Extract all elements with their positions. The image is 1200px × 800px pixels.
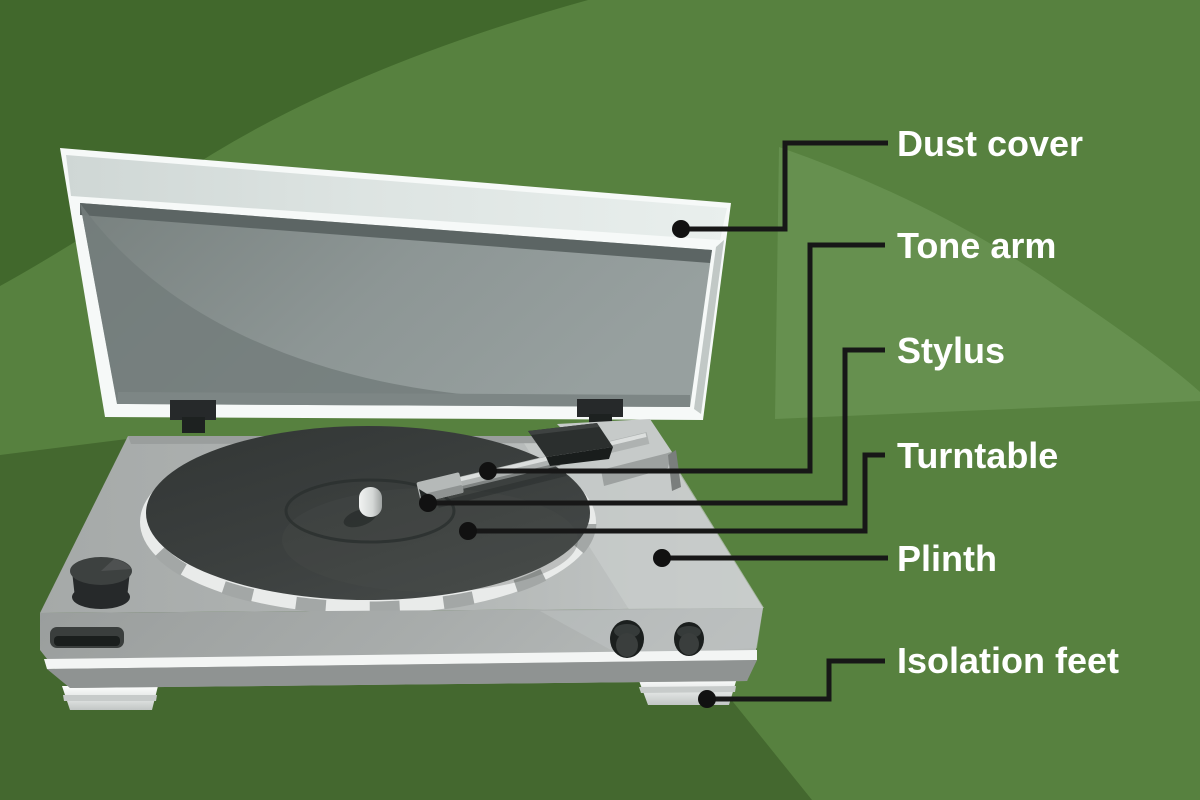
foot-left <box>62 686 158 710</box>
label-isolation-feet: Isolation feet <box>897 640 1119 681</box>
callout-dot-isolation-feet <box>698 690 716 708</box>
callout-line-dust-cover <box>683 140 888 232</box>
callout-line-stylus <box>430 347 885 506</box>
spindle-pin <box>359 487 382 517</box>
front-knob-right <box>674 622 704 656</box>
record-groove-ring <box>284 478 456 544</box>
label-dust-cover: Dust cover <box>897 123 1083 164</box>
dust-cover-inner-left-shade <box>80 203 470 403</box>
callout-dot-dust-cover <box>672 220 690 238</box>
plinth-front-sheen <box>540 608 763 655</box>
callouts <box>419 140 888 708</box>
brand-plate <box>50 627 124 648</box>
dust-cover-top-surface <box>66 155 727 240</box>
callout-line-tone-arm <box>490 242 885 474</box>
callout-dot-plinth <box>653 549 671 567</box>
label-stylus: Stylus <box>897 330 1005 371</box>
tonearm-shadow <box>437 470 567 508</box>
callout-dot-tone-arm <box>479 462 497 480</box>
hinge-left <box>170 400 216 433</box>
cartridge <box>528 423 613 466</box>
callout-dot-turntable <box>459 522 477 540</box>
label-plinth: Plinth <box>897 538 997 579</box>
plinth-front-bottom-band <box>47 660 757 688</box>
plinth-front-stripe <box>44 650 757 669</box>
callout-line-isolation-feet <box>709 658 885 702</box>
dust-cover-inner-bottom-strip <box>117 392 690 407</box>
callout-dot-stylus <box>419 494 437 512</box>
callout-dots <box>419 220 716 708</box>
label-tone-arm: Tone arm <box>897 225 1056 266</box>
plinth-front <box>40 608 763 688</box>
speed-knob <box>70 557 132 609</box>
plinth-top-sheen <box>520 437 764 611</box>
label-turntable: Turntable <box>897 435 1058 476</box>
dust-cover-right-edge <box>694 240 724 414</box>
tonearm <box>416 423 650 508</box>
spindle <box>343 487 382 528</box>
dust-cover <box>60 148 731 420</box>
callout-line-turntable <box>470 452 885 534</box>
callout-labels: Dust cover Tone arm Stylus Turntable Pli… <box>897 123 1119 681</box>
hinges <box>170 399 623 433</box>
dust-cover-inner-top-shadow <box>80 203 712 263</box>
front-knob-left <box>610 620 644 658</box>
background-dark-corner <box>0 0 588 286</box>
